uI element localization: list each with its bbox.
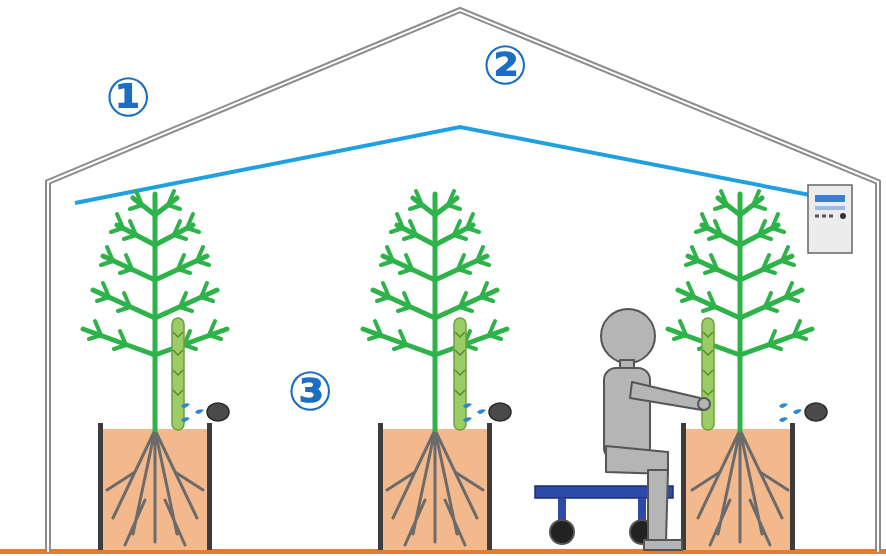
plant-left <box>83 191 227 545</box>
callout-holder: ① <box>105 71 151 125</box>
plant-right <box>668 191 812 545</box>
control-display <box>815 195 845 202</box>
worker-arm <box>630 382 702 410</box>
spear-right <box>702 318 714 430</box>
plant-middle <box>363 191 507 545</box>
cart-leg <box>558 498 566 522</box>
spear-middle <box>454 318 466 430</box>
emitter-left <box>181 403 229 422</box>
spear-left <box>172 318 184 430</box>
control-box <box>808 185 852 253</box>
emitter-middle <box>463 403 511 422</box>
callout-number: ③ <box>287 365 333 419</box>
callout-holder: ② <box>482 39 528 93</box>
worker-foot <box>644 540 682 550</box>
control-display <box>815 206 845 210</box>
control-box-body <box>808 185 852 253</box>
seated-worker <box>601 309 710 550</box>
emitter-right <box>779 403 827 422</box>
worker-hand <box>698 398 710 410</box>
worker-head <box>601 309 655 363</box>
thermal-curtain <box>75 127 810 203</box>
worker-leg <box>648 470 668 542</box>
greenhouse-frame-inner <box>48 10 878 552</box>
callout-number: ② <box>482 39 528 93</box>
greenhouse-frame <box>48 10 878 552</box>
callout-number: ① <box>105 71 151 125</box>
cart-leg <box>638 498 646 522</box>
control-buttons <box>815 215 833 218</box>
cart-wheel <box>550 520 574 544</box>
control-knob <box>840 213 846 219</box>
callout-holder: ③ <box>287 365 333 419</box>
